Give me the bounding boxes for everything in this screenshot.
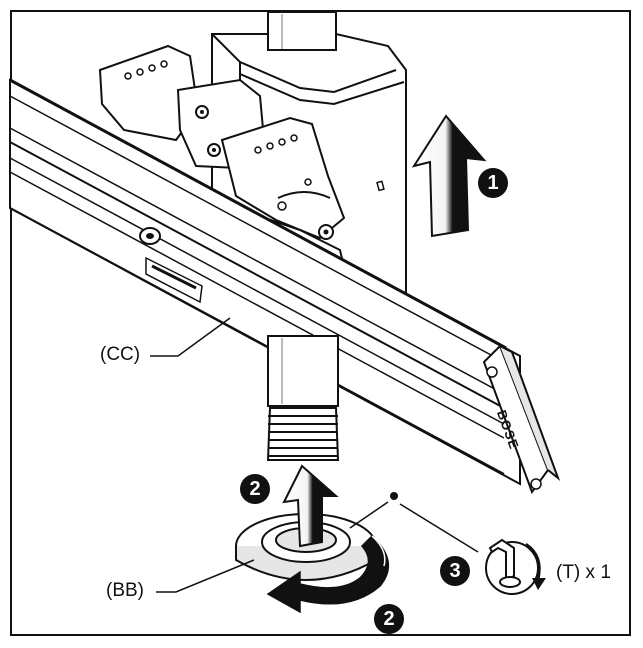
beam-end-cap	[482, 344, 561, 495]
beam-cc	[9, 78, 521, 486]
callout-label-t: (T) x 1	[556, 562, 611, 583]
leader-line-cc	[150, 317, 231, 357]
leader-line-bb	[156, 559, 255, 593]
arrow-up-icon	[282, 464, 339, 548]
step-badge-two-top: 2	[240, 474, 270, 504]
callout-label-cc: (CC)	[100, 344, 141, 365]
arrow-up-icon	[411, 114, 487, 238]
hex-wrench-icon	[485, 538, 546, 595]
collar-ring-bb	[235, 513, 377, 581]
hinge-plate-right	[220, 116, 346, 240]
step-badge-two-bottom: 2	[374, 604, 404, 634]
set-screw-t	[349, 492, 479, 553]
lower-pole	[266, 335, 340, 461]
callout-label-bb: (BB)	[106, 580, 144, 601]
rotate-arrow-icon	[266, 534, 389, 614]
step-badge-three: 3	[440, 556, 470, 586]
step-badge-one: 1	[478, 168, 508, 198]
